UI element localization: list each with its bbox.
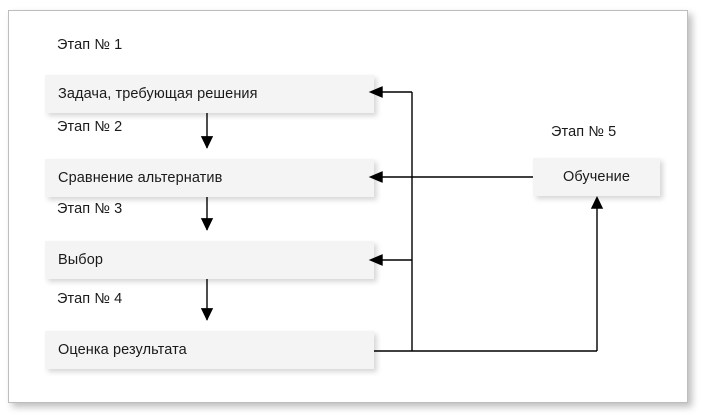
process-box-evaluate-result[interactable]: Оценка результата xyxy=(45,331,374,369)
process-box-problem-label: Задача, требующая решения xyxy=(58,86,258,102)
process-box-training[interactable]: Обучение xyxy=(533,158,660,196)
stage-label-5: Этап № 5 xyxy=(551,124,617,140)
stage-label-3: Этап № 3 xyxy=(57,201,123,217)
process-box-training-label: Обучение xyxy=(562,169,631,185)
process-box-choice-label: Выбор xyxy=(58,252,104,268)
stage-label-2: Этап № 2 xyxy=(57,119,123,135)
process-box-evaluate-result-label: Оценка результата xyxy=(58,342,187,358)
process-box-compare-alternatives[interactable]: Сравнение альтернатив xyxy=(45,159,374,197)
stage-label-4: Этап № 4 xyxy=(57,291,123,307)
process-box-compare-alternatives-label: Сравнение альтернатив xyxy=(58,170,223,186)
process-box-problem[interactable]: Задача, требующая решения xyxy=(45,75,374,113)
stage-label-1: Этап № 1 xyxy=(57,37,123,53)
process-box-choice[interactable]: Выбор xyxy=(45,241,374,279)
